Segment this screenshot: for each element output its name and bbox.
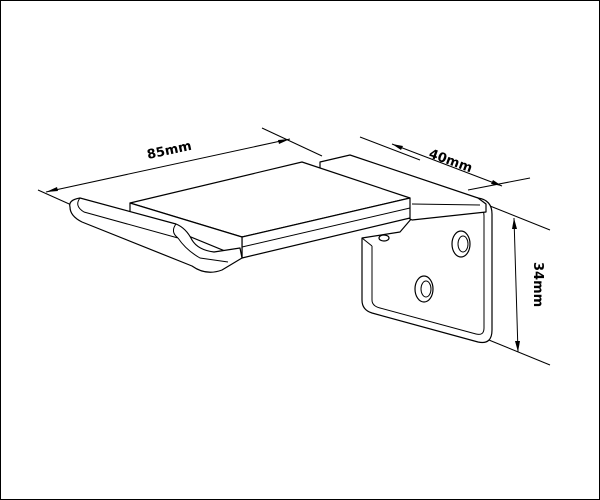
mounting-plate [361, 195, 493, 344]
top-plate-bevel [241, 207, 411, 248]
screw-hole-lower-inner [420, 280, 432, 298]
screw-hole-upper-inner [457, 235, 469, 253]
lip-end-curve [172, 223, 179, 239]
screw-hole-upper [451, 230, 471, 258]
rear-shelf-edge [411, 203, 481, 206]
dimension-line-width [45, 138, 291, 193]
height-label: 34mm [530, 262, 545, 307]
dimension-line-depth [391, 143, 503, 187]
dimension-line-height [513, 217, 519, 353]
arrowhead-right [278, 139, 290, 144]
lip-highlight [77, 197, 179, 239]
arrowhead-top [512, 218, 517, 229]
screw-hole-lower [414, 275, 434, 303]
arrowhead-bottom [515, 341, 520, 352]
extension-line-back [359, 136, 421, 161]
rivet-icon [378, 234, 390, 242]
extension-line-top [489, 205, 551, 231]
extension-line-mid [261, 127, 323, 157]
front-lip [69, 197, 243, 273]
plate-corner-edge [361, 237, 373, 247]
width-label: 85mm [146, 139, 193, 163]
arrowhead-left [46, 187, 58, 192]
depth-label: 40mm [427, 147, 475, 177]
lip-curve [177, 237, 229, 263]
extension-line-bottom [483, 337, 551, 366]
arrowhead-front [491, 180, 502, 186]
dimension-height: 34mm [483, 205, 551, 366]
arrowhead-back [392, 144, 403, 150]
